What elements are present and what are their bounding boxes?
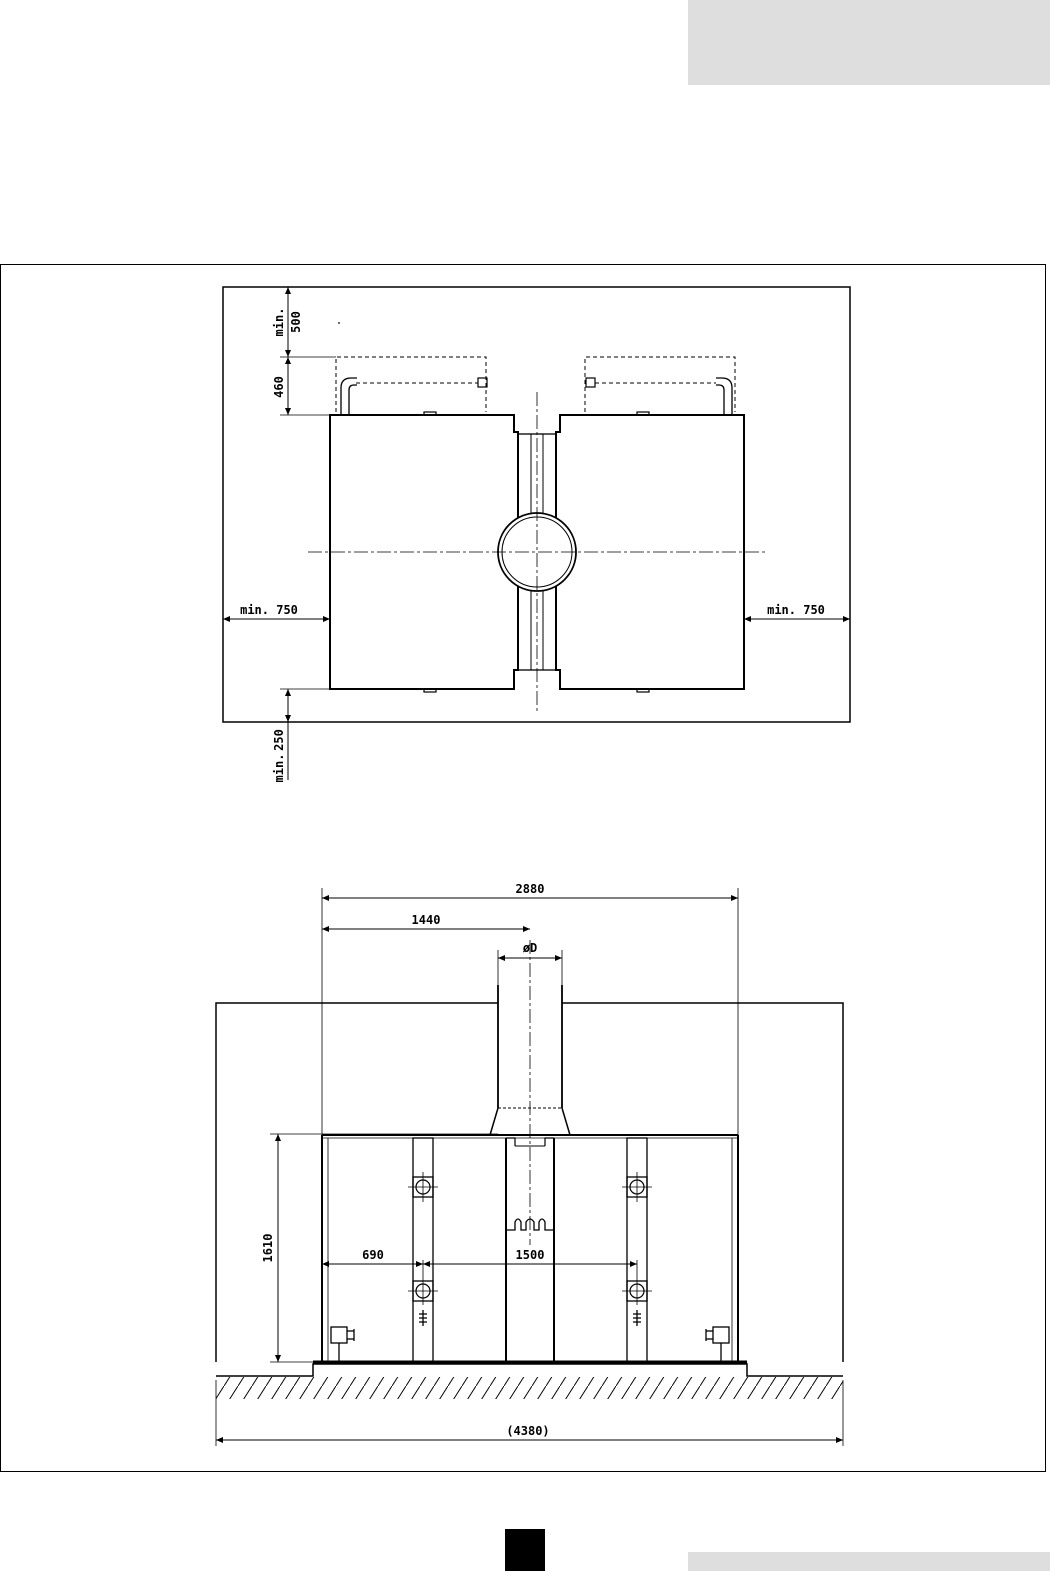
header-tab — [688, 0, 1050, 85]
plan-service-zone-left — [335, 356, 487, 412]
plan-dimension-labels: min. 500 460 min. 750 min. 750 min. 250 — [240, 308, 825, 783]
label-2880: 2880 — [516, 882, 545, 896]
front-base-plinth — [216, 1363, 843, 1377]
label-flue-diameter: øD — [523, 941, 537, 955]
plan-pipe-left — [340, 377, 357, 415]
plan-connector-right — [585, 377, 596, 388]
label-690: 690 — [362, 1248, 384, 1262]
front-flange-left-upper — [408, 1172, 438, 1202]
plan-pipe-right — [716, 377, 733, 415]
front-flange-right-lower — [622, 1260, 652, 1305]
label-1500: 1500 — [516, 1248, 545, 1262]
label-min-250-value: 250 — [272, 729, 286, 751]
front-room-outline — [215, 1002, 844, 1362]
front-column-left — [412, 1137, 434, 1363]
front-flange-right-upper — [622, 1172, 652, 1202]
label-clearance-right: min. 750 — [767, 603, 825, 617]
drawing-frame — [0, 264, 1046, 1472]
label-1440: 1440 — [412, 913, 441, 927]
front-valve-left — [419, 1310, 427, 1326]
front-pipe-connector-right — [705, 1326, 730, 1362]
front-view — [215, 888, 844, 1446]
label-460: 460 — [272, 376, 286, 398]
front-pipe-connector-left — [330, 1326, 355, 1362]
plan-view — [222, 286, 851, 780]
plan-connector-left — [477, 377, 488, 388]
front-floor-hatch — [216, 1377, 843, 1399]
footer-tab — [688, 1552, 1050, 1571]
front-column-right — [626, 1137, 648, 1363]
label-4380: (4380) — [506, 1424, 549, 1438]
front-boiler-right — [553, 1135, 739, 1362]
label-clearance-left: min. 750 — [240, 603, 298, 617]
front-dimension-labels: 2880 1440 øD 1610 690 1500 (4380) — [261, 882, 550, 1438]
front-flange-left-lower — [408, 1260, 438, 1305]
label-min-500-value: 500 — [289, 311, 303, 333]
front-boiler-left — [321, 1135, 507, 1362]
front-chimney — [497, 985, 563, 1108]
label-1610: 1610 — [261, 1234, 275, 1263]
label-min-500-prefix: min. — [272, 308, 286, 337]
page-number-marker — [505, 1529, 545, 1571]
plan-service-zone-right — [584, 356, 736, 412]
plan-room-outline — [222, 286, 851, 723]
front-valve-right — [633, 1310, 641, 1326]
label-min-250-prefix: min. — [272, 754, 286, 783]
